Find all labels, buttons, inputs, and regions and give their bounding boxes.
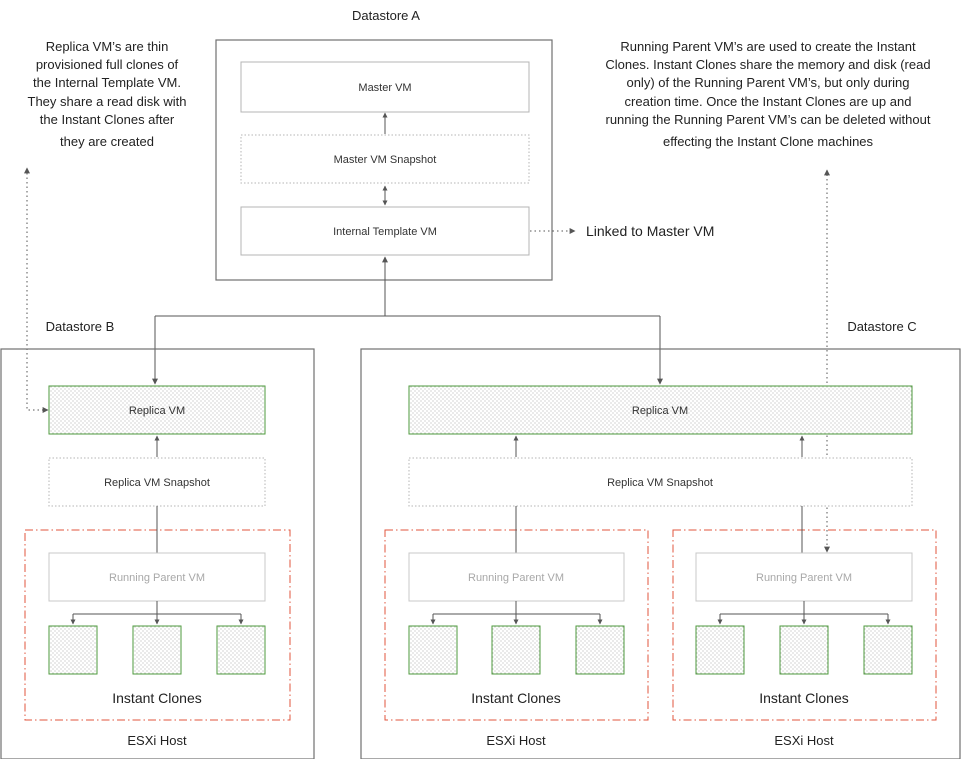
esxi-host-label: ESXi Host (486, 733, 546, 748)
replica-snapshot-box (408, 457, 913, 507)
instant-clone-box (216, 625, 266, 675)
instant-clone-box (863, 625, 913, 675)
datastore-c-box (360, 348, 961, 759)
replica-snapshot-box (48, 457, 266, 507)
linked-note: Linked to Master VM (586, 223, 714, 239)
replica-note-line: the Internal Template VM. (33, 75, 181, 90)
replica-snapshot-label: Replica VM Snapshot (104, 477, 210, 489)
replica-vm-label: Replica VM (632, 405, 688, 417)
replica-vm-label: Replica VM (129, 405, 185, 417)
datastore-c-title: Datastore C (847, 319, 916, 334)
replica-vm-box (48, 385, 266, 435)
running-parent-note: Running Parent VM’s are used to create t… (605, 39, 931, 553)
datastore-c: Datastore C Replica VM Replica VM Snapsh… (360, 319, 961, 759)
replica-vm-box (408, 385, 913, 435)
running-parent-note-line: effecting the Instant Clone machines (663, 134, 874, 149)
running-parent-box (695, 552, 913, 602)
esxi-host-2: Running Parent VM Instant Clones ESXi Ho… (672, 506, 937, 748)
master-vm-box (240, 61, 530, 113)
running-parent-note-line: Clones. Instant Clones share the memory … (605, 57, 930, 72)
instant-clones-label: Instant Clones (112, 690, 202, 706)
datastore-b-title: Datastore B (46, 319, 115, 334)
datastore-a: Datastore A Master VM Master VM Snapshot… (215, 8, 714, 281)
running-parent-box (408, 552, 625, 602)
replica-note: Replica VM’s are thin provisioned full c… (24, 39, 187, 413)
running-parent-note-line: only) of the Running Parent VM’s, but on… (626, 75, 909, 90)
running-parent-note-line: Running Parent VM’s are used to create t… (620, 39, 916, 54)
replica-snapshot-label: Replica VM Snapshot (607, 477, 713, 489)
instant-clone-box (575, 625, 625, 675)
master-vm-label: Master VM (358, 82, 411, 94)
instant-clone-box (695, 625, 745, 675)
esxi-host-label: ESXi Host (127, 733, 187, 748)
replica-note-line: the Instant Clones after (40, 112, 175, 127)
running-parent-note-line: running the Running Parent VM’s can be d… (606, 112, 931, 127)
running-parent-label: Running Parent VM (109, 572, 205, 584)
template-to-replica-connectors (152, 256, 663, 385)
datastore-a-title: Datastore A (352, 8, 420, 23)
instant-clone-box (491, 625, 541, 675)
instant-clone-box (48, 625, 98, 675)
instant-clones-label: Instant Clones (471, 690, 561, 706)
datastore-a-box (215, 39, 553, 281)
datastore-b-box (0, 348, 315, 759)
replica-note-line: They share a read disk with (28, 94, 187, 109)
master-snapshot-label: Master VM Snapshot (334, 154, 437, 166)
internal-template-box (240, 206, 530, 256)
running-parent-label: Running Parent VM (468, 572, 564, 584)
replica-note-arrow (24, 167, 49, 413)
instant-clones-label: Instant Clones (759, 690, 849, 706)
running-parent-box (48, 552, 266, 602)
replica-note-line: they are created (60, 134, 154, 149)
running-parent-note-line: creation time. Once the Instant Clones a… (625, 94, 912, 109)
esxi-host-label: ESXi Host (774, 733, 834, 748)
datastore-b: Datastore B Replica VM Replica VM Snapsh… (0, 319, 315, 759)
esxi-host-box (672, 529, 937, 721)
running-parent-label: Running Parent VM (756, 572, 852, 584)
instant-clone-box (408, 625, 458, 675)
master-snapshot-box (240, 134, 530, 184)
replica-note-line: provisioned full clones of (36, 57, 179, 72)
instant-clone-box (779, 625, 829, 675)
esxi-host-1: Running Parent VM Instant Clones ESXi Ho… (384, 506, 649, 748)
internal-template-label: Internal Template VM (333, 226, 437, 238)
esxi-host-box (24, 529, 291, 721)
instant-clone-box (132, 625, 182, 675)
replica-note-line: Replica VM’s are thin (46, 39, 169, 54)
